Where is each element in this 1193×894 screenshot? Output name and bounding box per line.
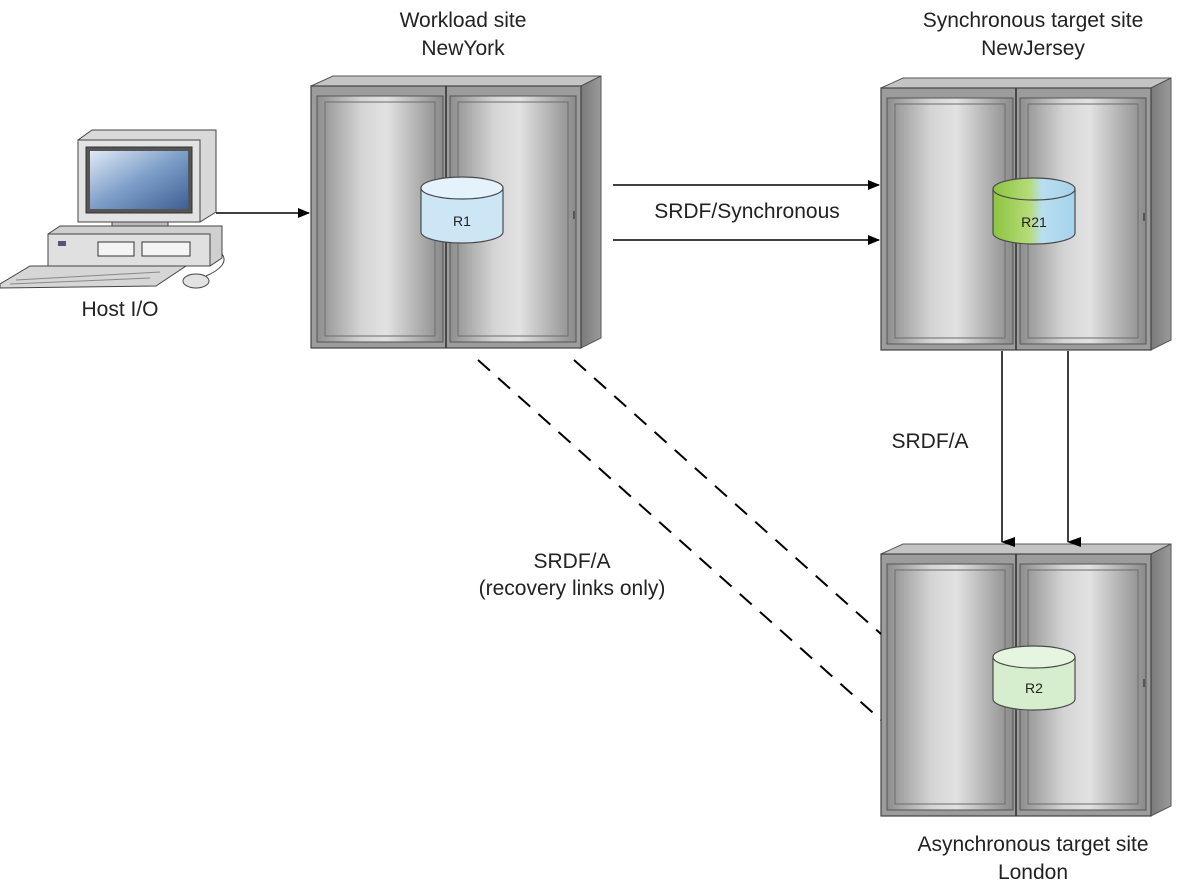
sync-link-label: SRDF/Synchronous: [654, 200, 840, 223]
async-site-city: London: [997, 861, 1069, 884]
disk-r21: [992, 177, 1076, 245]
host-computer-icon: [0, 129, 225, 289]
workload-site-city: NewYork: [421, 37, 505, 60]
disk-r2: [992, 645, 1076, 711]
host-io-label: Host I/O: [81, 298, 159, 321]
async-link-label: SRDF/A: [891, 430, 969, 453]
disk-r1-label: R1: [453, 213, 471, 229]
recovery-link-title: SRDF/A: [533, 550, 611, 573]
recovery-link-left: [477, 359, 882, 721]
disk-r21-label: R21: [1021, 214, 1047, 230]
workload-site-title: Workload site: [399, 9, 527, 32]
disk-r2-label: R2: [1025, 680, 1043, 696]
sync-site-title: Synchronous target site: [922, 9, 1144, 32]
async-site-title: Asynchronous target site: [917, 833, 1149, 856]
disk-r1: [420, 176, 504, 244]
recovery-link-note: (recovery links only): [478, 577, 666, 600]
recovery-link-right: [573, 359, 882, 635]
sync-site-city: NewJersey: [981, 37, 1085, 60]
